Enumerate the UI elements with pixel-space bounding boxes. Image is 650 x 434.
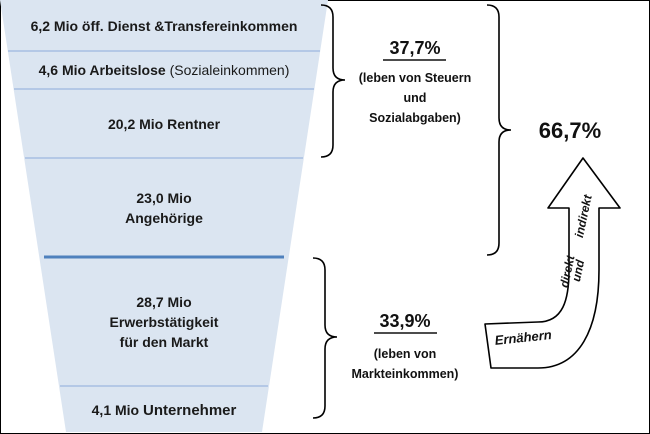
upper-note-line3: Sozialabgaben) xyxy=(369,111,461,125)
band-unemployed-note: (Sozialeinkommen) xyxy=(169,62,290,78)
total-bracket xyxy=(486,4,512,256)
upper-note-line2: und xyxy=(403,91,427,105)
upper-note: (leben von Steuern und Sozialabgaben) xyxy=(340,68,490,128)
band-employed: 28,7 Mio Erwerbstätigkeit für den Markt xyxy=(0,258,328,386)
band-dependents-amount: 23,0 Mio xyxy=(136,189,192,206)
band-entrepreneurs-amount: 4,1 Mio xyxy=(91,401,140,418)
band-public-service-label: 6,2 Mio öff. Dienst &Transfereinkommen xyxy=(30,17,298,34)
band-unemployed-label: 4,6 Mio Arbeitslose xyxy=(38,62,166,78)
band-public-service: 6,2 Mio öff. Dienst &Transfereinkommen xyxy=(0,0,328,51)
lower-percent: 33,9% xyxy=(379,311,431,331)
band-employed-amount: 28,7 Mio xyxy=(136,294,192,310)
band-pensioners-label: 20,2 Mio Rentner xyxy=(107,115,221,132)
band-dependents-label: Angehörige xyxy=(125,209,203,226)
lower-note-line1: (leben von xyxy=(373,347,437,361)
band-entrepreneurs-label-wrap: 4,1 Mio Unternehmer xyxy=(92,400,237,421)
band-unemployed: 4,6 Mio Arbeitslose (Sozialeinkommen) xyxy=(0,51,328,89)
upper-percent: 37,7% xyxy=(389,38,441,58)
funnel-shape xyxy=(0,0,328,432)
upper-bracket xyxy=(320,4,346,158)
upper-note-line1: (leben von Steuern xyxy=(358,71,472,85)
band-employed-label: Erwerbstätigkeit xyxy=(109,314,219,330)
total-percent: 66,7% xyxy=(538,118,602,143)
lower-note: (leben von Markteinkommen) xyxy=(330,344,480,384)
band-entrepreneurs-label: Unternehmer xyxy=(143,401,237,419)
band-entrepreneurs: 4,1 Mio Unternehmer xyxy=(0,390,328,430)
band-unemployed-label-wrap: 4,6 Mio Arbeitslose (Sozialeinkommen) xyxy=(39,60,290,80)
band-dependents: 23,0 Mio Angehörige xyxy=(0,158,328,257)
band-pensioners: 20,2 Mio Rentner xyxy=(0,89,328,158)
band-employed-sublabel: für den Markt xyxy=(119,334,209,350)
lower-bracket xyxy=(312,257,338,419)
lower-note-line2: Markteinkommen) xyxy=(351,367,459,381)
curved-arrow xyxy=(484,157,621,369)
